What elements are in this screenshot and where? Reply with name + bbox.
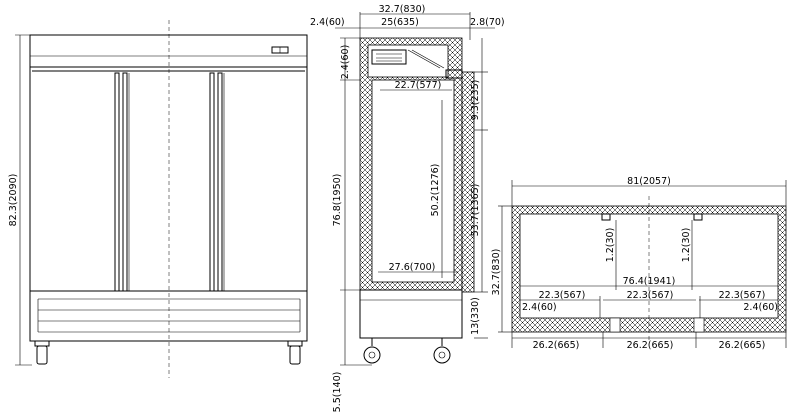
side-left-offset-label: 2.4(60)	[310, 17, 345, 28]
front-view: 82.3(2090)	[8, 20, 308, 378]
side-base-height-label: 13(330)	[470, 297, 481, 335]
side-top-thickness-label: 2.4(60)	[340, 45, 351, 80]
door-2-label: 26.2(665)	[627, 340, 674, 351]
front-door-frame	[29, 66, 308, 292]
side-door-height-label: 53.7(1365)	[470, 184, 481, 237]
side-inner-depth-label: 22.7(577)	[395, 80, 442, 91]
door-1-label: 26.2(665)	[533, 340, 580, 351]
front-header-panel	[29, 34, 308, 68]
side-base-compartment	[359, 289, 463, 339]
section-3-label: 22.3(567)	[719, 290, 766, 301]
side-door-section	[461, 71, 475, 293]
door-handle-left-2	[122, 72, 128, 292]
front-caster-left	[34, 340, 50, 365]
front-base-grille	[29, 290, 308, 342]
evaporator-coil-icon	[371, 49, 407, 65]
side-view: 32.7(830) 25(635) 2.4(60) 2.8(70)	[310, 4, 505, 412]
bracket-right-label: 1.2(30)	[681, 228, 692, 263]
side-right-offset-label: 2.8(70)	[470, 17, 505, 28]
side-cabinet-depth-label: 25(635)	[381, 17, 419, 28]
side-overall-depth-label: 32.7(830)	[379, 4, 426, 15]
bracket-right-icon	[693, 213, 703, 221]
section-2-label: 22.3(567)	[627, 290, 674, 301]
top-view: 81(2057) 1.2(30) 1.2(30) 76.4(1941) 22.3…	[491, 176, 787, 351]
front-height-label: 82.3(2090)	[8, 174, 19, 227]
bracket-left-label: 1.2(30)	[605, 228, 616, 263]
side-caster-left	[363, 338, 381, 364]
section-1-label: 22.3(567)	[539, 290, 586, 301]
top-overall-width-label: 81(2057)	[627, 176, 671, 187]
side-caster-right	[433, 338, 451, 364]
side-interior-height-label: 50.2(1276)	[430, 164, 441, 217]
side-interior-compartment	[371, 79, 455, 283]
door-handle-right-2	[217, 72, 223, 292]
side-cabinet-height-label: 76.8(1950)	[332, 174, 343, 227]
front-caster-right	[287, 340, 303, 365]
bracket-left-icon	[601, 213, 611, 221]
top-interior-width-label: 76.4(1941)	[623, 276, 676, 287]
side-door-gap-label: 9.3(235)	[470, 80, 481, 121]
wall-left-label: 2.4(60)	[522, 302, 557, 313]
door-handle-right	[209, 72, 215, 292]
side-shelf-depth-label: 27.6(700)	[389, 262, 436, 273]
top-depth-label: 32.7(830)	[491, 249, 502, 296]
door-handle-left	[114, 72, 120, 292]
side-caster-height-label: 5.5(140)	[332, 372, 343, 413]
wall-right-label: 2.4(60)	[743, 302, 778, 313]
door-3-label: 26.2(665)	[719, 340, 766, 351]
